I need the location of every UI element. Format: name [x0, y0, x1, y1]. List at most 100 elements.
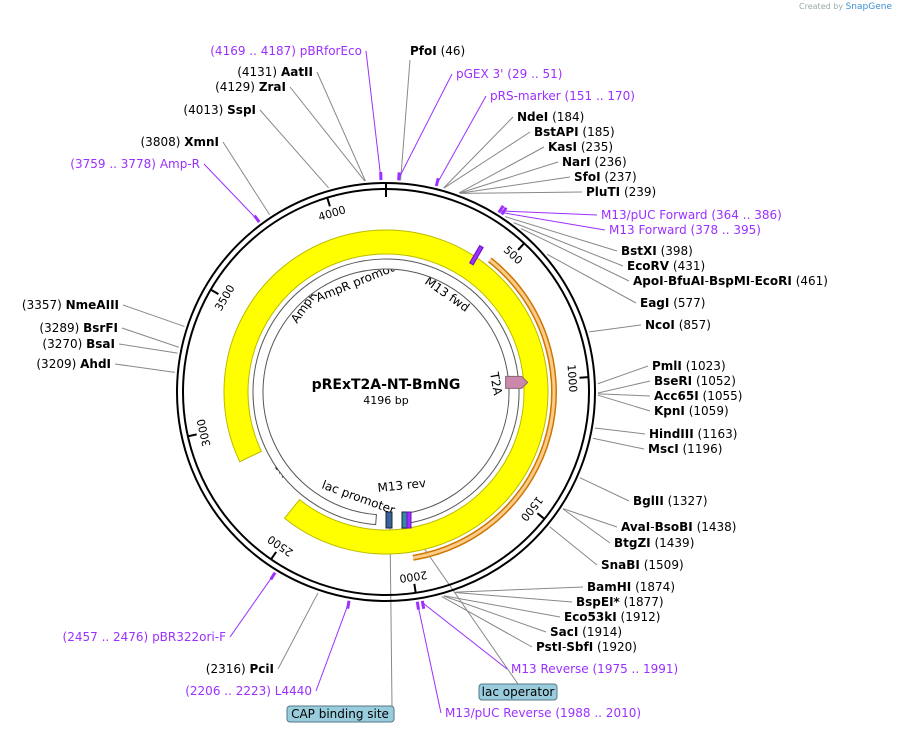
site-pos-apoi: (461)	[796, 274, 828, 288]
site-pos-bseri: (1052)	[696, 374, 736, 388]
site-pos-pcii: (2316)	[206, 662, 246, 676]
primer-name-pbrforeco: pBRforEco	[300, 44, 362, 58]
primer-range-pbr322ori-f: (2457 .. 2476)	[63, 630, 149, 644]
site-label-kpni: KpnI (1059)	[654, 404, 729, 418]
site-separator: -	[705, 274, 709, 288]
tick-label-two-thousand: 2000	[398, 568, 428, 585]
site-name-ndei: NdeI	[517, 110, 548, 124]
primer-site-prs-marker	[434, 177, 440, 187]
site-label-nari: NarI (236)	[562, 155, 627, 169]
site-label-btgzi: BtgZI (1439)	[614, 536, 694, 550]
primer-range-pbrforeco: (4169 .. 4187)	[210, 44, 296, 58]
site-label-bstxi: BstXI (398)	[621, 244, 693, 258]
site-pos-aatii: (4131)	[237, 65, 277, 79]
site-pos-bsai: (3270)	[42, 337, 82, 351]
site-pos-saci: (1914)	[582, 625, 622, 639]
site-name-bsobi: BsoBI	[655, 520, 693, 534]
primer-label-m13-puc-reverse: M13/pUC Reverse (1988 .. 2010)	[445, 706, 641, 720]
site-name-bspmi: BspMI	[709, 274, 750, 288]
site-label-saci: SacI (1914)	[550, 625, 622, 639]
site-name-psti: PstI	[536, 640, 562, 654]
site-label-avai: AvaI-BsoBI (1438)	[621, 520, 736, 534]
primer-name-prs-marker: pRS-marker	[490, 89, 561, 103]
site-name-ecorv: EcoRV	[627, 259, 670, 273]
site-pos-eco53ki: (1912)	[621, 610, 661, 624]
site-name-bglii: BglII	[633, 494, 664, 508]
orf-arc-outer	[412, 258, 556, 560]
site-pos-ecorv: (431)	[673, 259, 705, 273]
primer-range-m13-forward: (378 .. 395)	[691, 223, 761, 237]
snapgene-credit: Created by SnapGene	[799, 2, 892, 12]
primer-site-m13-forward	[500, 206, 508, 216]
site-pos-bamhi: (1874)	[635, 580, 675, 594]
site-name-pluti: PluTI	[586, 185, 620, 199]
site-name-hindiii: HindIII	[649, 427, 694, 441]
site-name-xmni: XmnI	[184, 135, 219, 149]
tick-label-one-thousand: 1000	[564, 364, 579, 393]
primer-leader-m13-puc-reverse	[417, 603, 442, 714]
lac-operator-label: lac operator	[482, 685, 555, 699]
primer-site-m13-puc-forward	[497, 204, 505, 214]
primer-leader-l4440	[315, 602, 350, 692]
primer-leader-amp-r	[203, 163, 259, 221]
cap-site-marker	[385, 511, 393, 529]
site-name-sfoi: SfoI	[574, 170, 601, 184]
plasmid-size: 4196 bp	[363, 394, 408, 407]
site-pos-xmni: (3808)	[141, 135, 181, 149]
plasmid-name: pRExT2A-NT-BmNG	[312, 377, 461, 393]
site-label-aatii: (4131) AatII	[237, 65, 313, 79]
primer-name-pbr322ori-f: pBR322ori-F	[152, 630, 226, 644]
site-label-eagi: EagI (577)	[640, 296, 705, 310]
site-pos-nmeaiii: (3357)	[22, 298, 62, 312]
site-name-btgzi: BtgZI	[614, 536, 651, 550]
site-separator: -	[664, 274, 668, 288]
primer-leader-pbrforeco	[365, 50, 382, 179]
ori-arrow-body	[223, 229, 549, 555]
site-label-msci: MscI (1196)	[648, 442, 722, 456]
leader-lines	[114, 59, 651, 707]
primer-range-l4440: (2206 .. 2223)	[185, 684, 271, 698]
site-label-bamhi: BamHI (1874)	[587, 580, 675, 594]
site-label-hindiii: HindIII (1163)	[649, 427, 737, 441]
site-label-kasi: KasI (235)	[548, 140, 613, 154]
tick-five-hundred	[517, 242, 525, 251]
site-name-avai: AvaI	[621, 520, 650, 534]
feature-label-m13-rev: M13 rev	[377, 476, 427, 495]
primer-name-l4440: L4440	[275, 684, 312, 698]
site-name-ahdi: AhdI	[80, 357, 111, 371]
feature-label-t2a: T2A	[487, 370, 505, 397]
site-pos-eagi: (577)	[673, 296, 705, 310]
site-name-saci: SacI	[550, 625, 578, 639]
primer-site-m13-reverse	[420, 600, 426, 610]
primer-label-prs-marker: pRS-marker (151 .. 170)	[490, 89, 635, 103]
site-label-psti: PstI-SbfI (1920)	[536, 640, 637, 654]
site-label-xmni: (3808) XmnI	[141, 135, 220, 149]
primer-label-m13-forward: M13 Forward (378 .. 395)	[609, 223, 761, 237]
primer-label-m13-reverse: M13 Reverse (1975 .. 1991)	[511, 662, 678, 676]
site-pos-sspi: (4013)	[183, 103, 223, 117]
site-label-pluti: PluTI (239)	[586, 185, 656, 199]
primer-label-pgex-3: pGEX 3' (29 .. 51)	[456, 67, 562, 81]
site-label-bglii: BglII (1327)	[633, 494, 708, 508]
primer-label-amp-r: (3759 .. 3778) Amp-R	[70, 157, 200, 171]
site-label-zrai: (4129) ZraI	[215, 80, 286, 94]
primer-label-l4440: (2206 .. 2223) L4440	[185, 684, 312, 698]
site-name-kpni: KpnI	[654, 404, 685, 418]
primer-site-m13-puc-reverse	[415, 601, 420, 610]
site-label-bstapi: BstAPI (185)	[534, 125, 615, 139]
primer-label-m13-puc-forward: M13/pUC Forward (364 .. 386)	[601, 208, 782, 222]
tick-label-twenty-five-hundred: 2500	[265, 532, 295, 559]
site-pos-bspei: (1877)	[624, 595, 664, 609]
site-name-bstapi: BstAPI	[534, 125, 579, 139]
primer-label-pbr322ori-f: (2457 .. 2476) pBR322ori-F	[63, 630, 227, 644]
primer-site-amp-r	[253, 214, 261, 223]
site-name-apoi: ApoI	[633, 274, 664, 288]
site-name-aatii: AatII	[281, 65, 313, 79]
site-name-bseri: BseRI	[654, 374, 692, 388]
site-pos-msci: (1196)	[683, 442, 723, 456]
primer-leader-pgex-3	[398, 73, 453, 179]
primer-site-pbr322ori-f	[269, 571, 277, 581]
tick-label-thirty-five-hundred: 3500	[212, 283, 237, 314]
site-label-sfoi: SfoI (237)	[574, 170, 637, 184]
site-pos-btgzi: (1439)	[654, 536, 694, 550]
